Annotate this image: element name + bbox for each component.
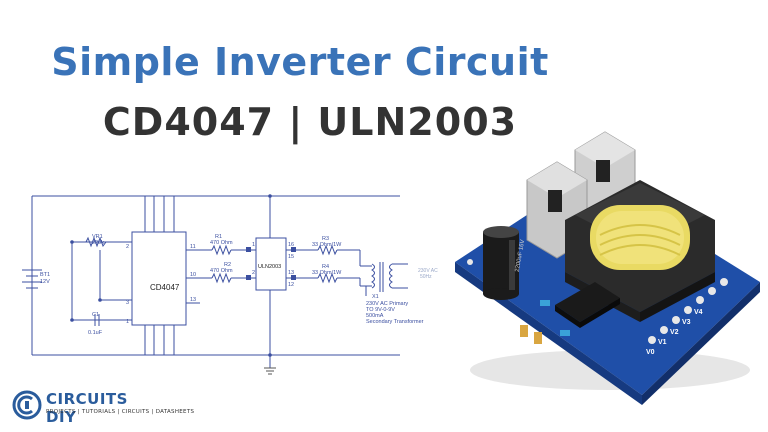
cd4047-pin-11: 11 xyxy=(190,244,196,250)
board-pin-v2: V2 xyxy=(670,329,679,336)
r3-value: 33 Ohm/1W xyxy=(312,242,342,248)
r3-ref: R3 xyxy=(322,236,329,242)
r4-ref: R4 xyxy=(322,264,329,270)
r2-value: 470 Ohm xyxy=(210,268,233,274)
r1-value: 470 Ohm xyxy=(210,240,233,246)
uln-pin-16: 16 xyxy=(288,242,294,248)
uln-pin-1: 1 xyxy=(252,242,255,248)
x1-desc-1: 230V AC Primary xyxy=(366,301,408,307)
uln2003-label: ULN2003 xyxy=(258,264,281,270)
cd4047-label: CD4047 xyxy=(150,283,180,292)
r1-ref: R1 xyxy=(215,234,222,240)
circuits-diy-logo: CIRCUITS DIY PROJECTS | TUTORIALS | CIRC… xyxy=(12,388,194,426)
x1-desc-4: Secondary Transformer xyxy=(366,319,424,325)
board-pin-v3: V3 xyxy=(682,319,691,326)
page-title: Simple Inverter Circuit xyxy=(51,40,549,84)
capacitor-label: 2200uF 16V xyxy=(515,239,527,272)
output-frequency: 50Hz xyxy=(420,274,432,280)
cd4047-pin-1: 1 xyxy=(126,319,129,325)
vr1-value: 220k xyxy=(92,240,104,246)
r4-value: 33 Ohm/1W xyxy=(312,270,342,276)
r2-ref: R2 xyxy=(224,262,231,268)
uln-pin-15: 15 xyxy=(288,254,294,260)
vr1-ref: VR1 xyxy=(92,234,103,240)
battery-ref: BT1 xyxy=(40,272,50,278)
cd4047-pin-13: 13 xyxy=(190,297,196,303)
uln-pin-2: 2 xyxy=(252,270,255,276)
c1-value: 0.1uF xyxy=(88,330,103,336)
logo-tagline: PROJECTS | TUTORIALS | CIRCUITS | DATASH… xyxy=(46,409,195,415)
board-pin-v0: V0 xyxy=(646,349,655,356)
board-pin-v4: V4 xyxy=(694,309,703,316)
battery-value: 12V xyxy=(40,279,50,285)
board-pin-v1: V1 xyxy=(658,339,667,346)
cd4047-pin-10: 10 xyxy=(190,272,196,278)
cd4047-pin-3: 3 xyxy=(126,300,129,306)
c1-ref: C1 xyxy=(92,312,99,318)
x1-ref: X1 xyxy=(372,294,379,300)
circuits-diy-logo-icon xyxy=(12,390,42,420)
x1-desc-3: 500mA xyxy=(366,313,384,319)
uln-pin-13: 13 xyxy=(288,270,294,276)
uln-pin-12: 12 xyxy=(288,282,294,288)
x1-desc-2: TO 9V-0-9V xyxy=(366,307,395,313)
output-voltage: 230V AC xyxy=(418,268,438,274)
cd4047-pin-2: 2 xyxy=(126,244,129,250)
logo-name: CIRCUITS DIY xyxy=(46,390,128,426)
page-subtitle: CD4047 | ULN2003 xyxy=(102,100,518,144)
